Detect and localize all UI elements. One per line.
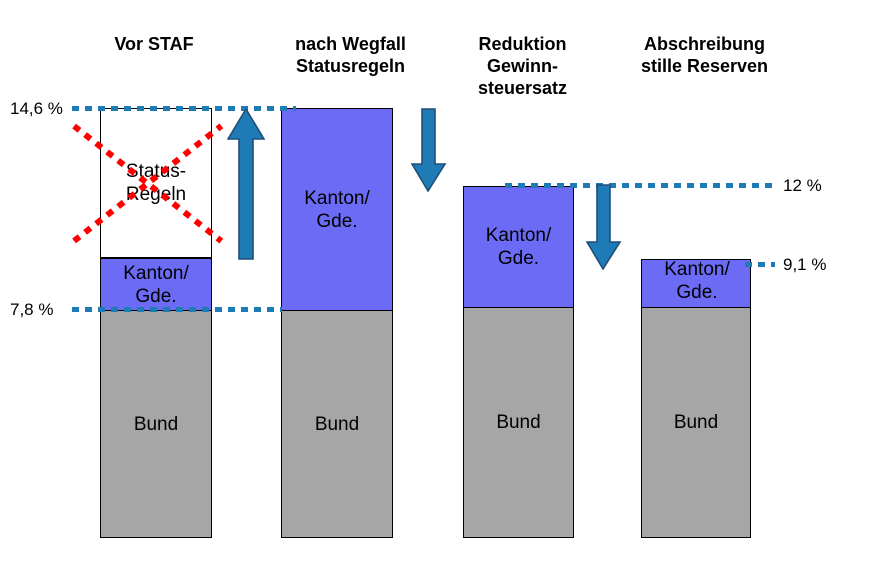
bar1-status-regeln-label: Status- Regeln [126, 160, 186, 206]
bar4-bund-label: Bund [673, 412, 719, 433]
bar3-kanton-gde-label: Kanton/ Gde. [485, 225, 552, 269]
arrow-down-icon-1 [411, 108, 447, 192]
bar2-kanton-gde-label: Kanton/ Gde. [304, 187, 370, 232]
bar1-segment-bund: Bund [100, 310, 212, 538]
column-heading-vor-staf: Vor STAF [114, 34, 194, 54]
column-heading-abschreibung-stille-reserven: Abschreibung stille Reserven [640, 34, 769, 76]
reference-line-12 [505, 183, 775, 188]
bar1-kanton-gde-label: Kanton/ Gde. [123, 262, 189, 307]
bar2-segment-kanton-gde: Kanton/ Gde. [281, 108, 393, 311]
bar3-segment-bund: Bund [463, 307, 574, 538]
reference-line-14-6 [72, 106, 296, 111]
bar1-bund-label: Bund [133, 413, 179, 435]
percent-label-14-6: 14,6 % [10, 99, 63, 118]
bar1-segment-kanton-gde: Kanton/ Gde. [100, 258, 212, 311]
bar1-segment-status-regeln: Status- Regeln [100, 108, 212, 258]
column-heading-nach-wegfall-statusregeln: nach Wegfall Statusregeln [295, 34, 406, 76]
bar4-kanton-gde-label: Kanton/ Gde. [664, 259, 730, 303]
bar4-segment-kanton-gde: Kanton/ Gde. [641, 259, 751, 308]
reference-line-7-8 [72, 307, 282, 312]
bar3-bund-label: Bund [496, 412, 541, 433]
percent-label-12: 12 % [783, 176, 822, 195]
bar2-bund-label: Bund [314, 413, 360, 435]
bar2-segment-bund: Bund [281, 310, 393, 538]
bar4-segment-bund: Bund [641, 307, 751, 538]
bar3-segment-kanton-gde: Kanton/ Gde. [463, 186, 574, 308]
arrow-up-icon [227, 108, 265, 260]
percent-label-9-1: 9,1 % [783, 255, 827, 274]
arrow-down-icon-2 [586, 184, 622, 270]
reference-line-9-1 [745, 262, 775, 267]
column-heading-reduktion-gewinnsteuersatz: Reduktion Gewinn- steuersatz [477, 34, 568, 98]
percent-label-7-8: 7,8 % [10, 300, 54, 319]
